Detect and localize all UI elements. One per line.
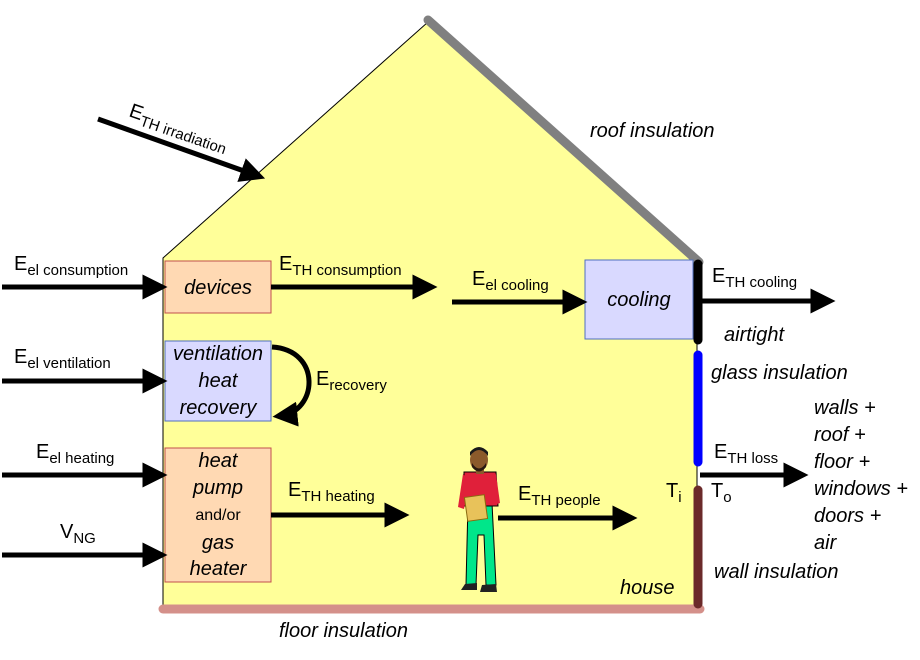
e-el-heating-label: Eel heating — [36, 441, 114, 467]
loss-item-floor: floor + — [814, 451, 870, 473]
e-recovery-label: Erecovery — [316, 368, 387, 394]
heat-pump-label-5: heater — [190, 558, 248, 580]
loss-item-doors: doors + — [814, 505, 881, 527]
v-ng-label: VNG — [60, 521, 96, 547]
e-el-ventilation-label: Eel ventilation — [14, 346, 111, 372]
ventilation-label-1: ventilation — [173, 343, 263, 365]
heat-pump-label-2: pump — [192, 477, 243, 499]
ventilation-label-3: recovery — [180, 397, 258, 419]
e-el-consumption-label: Eel consumption — [14, 253, 128, 279]
loss-item-walls: walls + — [814, 397, 876, 419]
t-outside-label: To — [711, 480, 732, 506]
e-th-loss-label: ETH loss — [714, 441, 778, 467]
heat-pump-label-4: gas — [202, 532, 234, 554]
roof-insulation-label: roof insulation — [590, 120, 715, 142]
loss-item-air: air — [814, 532, 838, 554]
t-inside-label: Ti — [666, 480, 682, 506]
person-icon — [458, 447, 500, 592]
wall-insulation-label: wall insulation — [714, 561, 839, 583]
glass-insulation-label: glass insulation — [711, 362, 848, 384]
recovery-curved-arrow — [271, 344, 312, 427]
devices-label: devices — [184, 277, 252, 299]
e-th-consumption-label: ETH consumption — [279, 253, 402, 279]
heat-pump-label-1: heat — [199, 450, 239, 472]
e-th-cooling-label: ETH cooling — [712, 265, 797, 291]
heat-pump-label-3: and/or — [195, 507, 241, 524]
e-th-people-label: ETH people — [518, 483, 601, 509]
airtight-label: airtight — [724, 324, 785, 346]
floor-insulation-label: floor insulation — [279, 620, 408, 642]
loss-item-roof: roof + — [814, 424, 866, 446]
e-el-cooling-label: Eel cooling — [472, 268, 549, 294]
irradiation-arrow — [97, 116, 266, 182]
e-th-heating-label: ETH heating — [288, 479, 375, 505]
ventilation-label-2: heat — [199, 370, 239, 392]
heat-pump-gas-heater-box — [164, 447, 272, 583]
loss-item-windows: windows + — [814, 478, 908, 500]
cooling-box — [584, 259, 694, 340]
roof-insulation-line — [423, 15, 704, 267]
ventilation-heat-recovery-box — [164, 340, 272, 422]
cooling-label: cooling — [607, 289, 670, 311]
house-label: house — [620, 577, 675, 599]
